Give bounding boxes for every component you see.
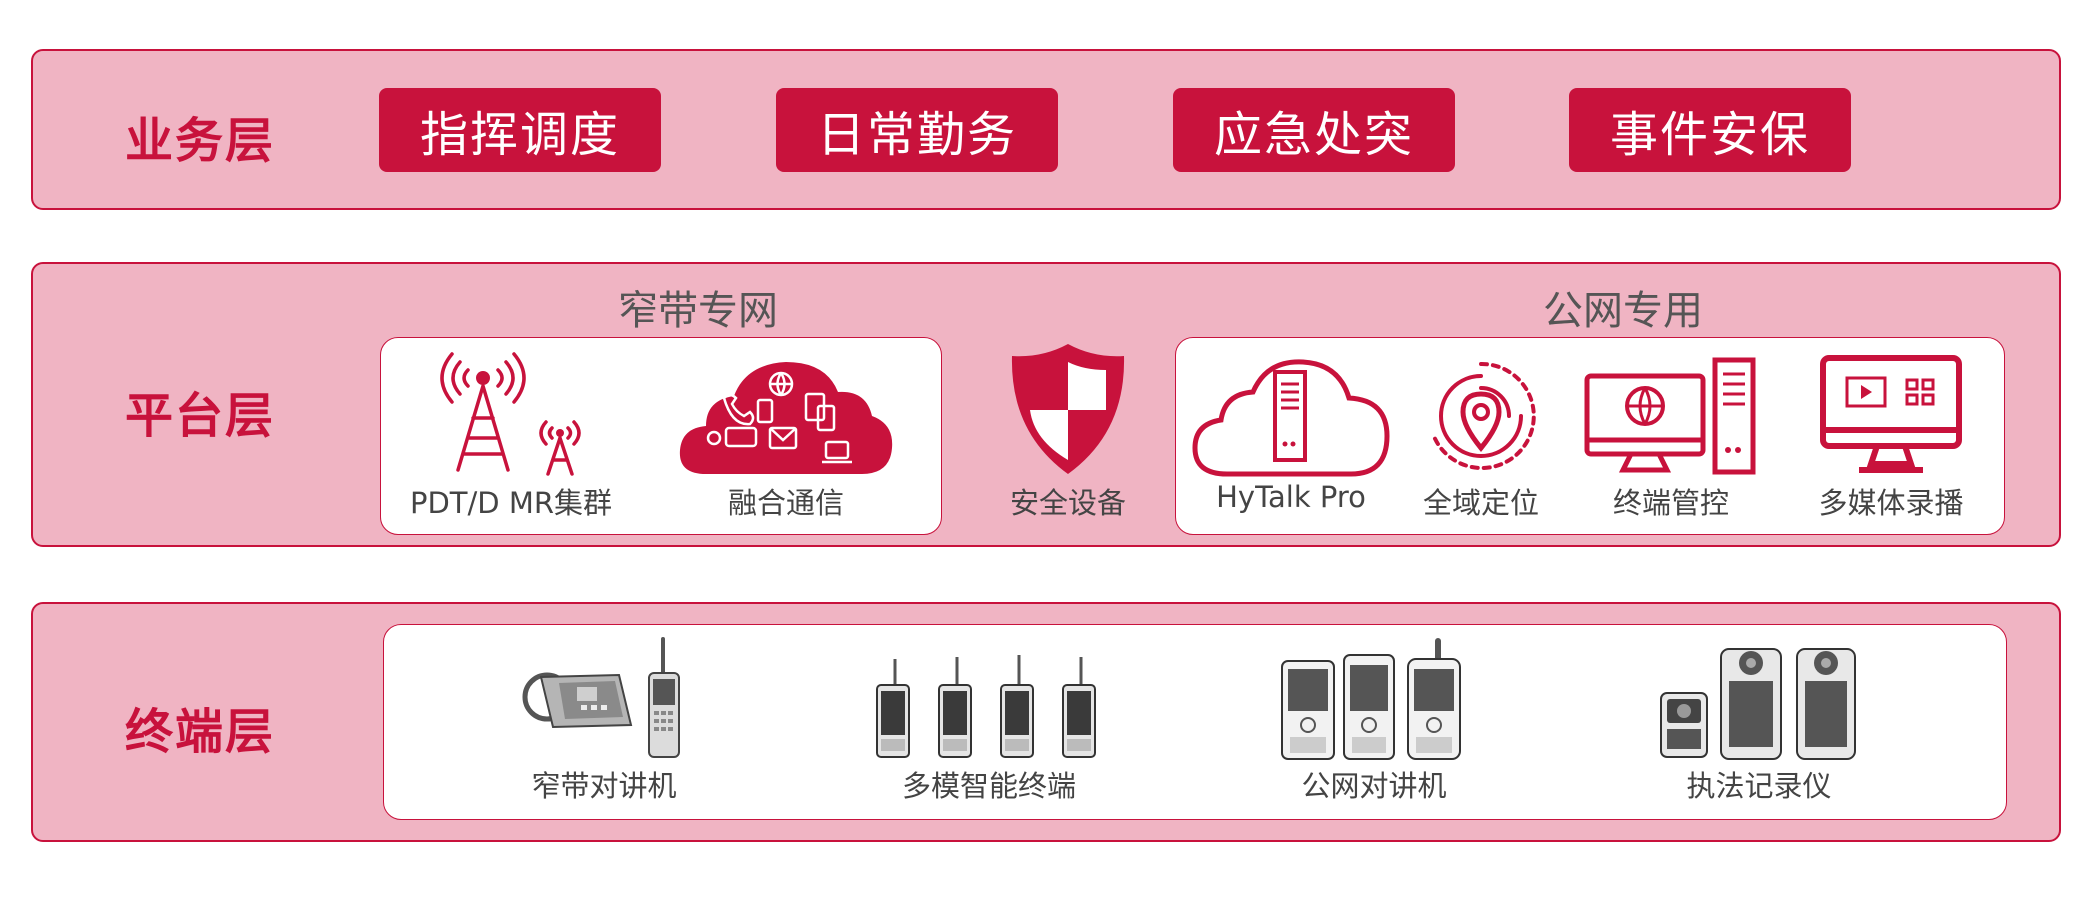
item-body-camera[interactable]: 执法记录仪 xyxy=(1644,635,1874,805)
shield-icon xyxy=(1011,344,1125,474)
narrowband-radio-icon xyxy=(522,637,680,758)
item-label-global-positioning: 全域定位 xyxy=(1422,486,1539,520)
biz-button-event-security[interactable]: 事件安保 xyxy=(1569,88,1851,172)
media-monitor-icon xyxy=(1820,355,1962,473)
radio-tower-icon xyxy=(440,352,581,476)
business-layer: 业务层 指挥调度 日常勤务 应急处突 事件安保 xyxy=(31,49,2061,210)
body-camera-icon xyxy=(1660,648,1856,760)
public-box: HyTalk Pro 全域定位 xyxy=(1175,337,2005,535)
item-label-security-device: 安全设备 xyxy=(1009,486,1126,520)
platform-layer: 平台层 窄带专网 PDT/D MR集群 xyxy=(31,262,2061,547)
cloud-server-icon xyxy=(1192,359,1390,477)
item-label-hytalk-pro: HyTalk Pro xyxy=(1216,480,1366,514)
item-terminal-control[interactable]: 终端管控 xyxy=(1581,354,1761,522)
terminal-layer: 终端层 窄带对讲机 xyxy=(31,602,2061,842)
layer-title-business: 业务层 xyxy=(125,113,276,169)
narrowband-box: PDT/D MR集群 融合通信 xyxy=(380,337,942,535)
biz-button-command-dispatch[interactable]: 指挥调度 xyxy=(379,88,661,172)
item-label-narrowband-radio: 窄带对讲机 xyxy=(531,769,677,803)
biz-button-emergency[interactable]: 应急处突 xyxy=(1173,88,1455,172)
location-pin-icon xyxy=(1431,361,1536,470)
item-public-radio[interactable]: 公网对讲机 xyxy=(1259,635,1489,805)
item-multimedia-recording[interactable]: 多媒体录播 xyxy=(1791,354,1991,522)
multimode-terminal-icon xyxy=(876,655,1096,758)
item-label-multimedia-recording: 多媒体录播 xyxy=(1818,486,1964,520)
item-label-terminal-control: 终端管控 xyxy=(1612,486,1729,520)
group-title-narrowband: 窄带专网 xyxy=(618,288,778,334)
item-converged-comm[interactable]: 融合通信 xyxy=(671,350,901,522)
item-label-public-radio: 公网对讲机 xyxy=(1301,769,1447,803)
item-label-pdt-dmr: PDT/D MR集群 xyxy=(409,486,613,520)
public-radio-icon xyxy=(1281,638,1461,760)
item-label-converged-comm: 融合通信 xyxy=(727,486,844,520)
biz-button-daily-duty[interactable]: 日常勤务 xyxy=(776,88,1058,172)
terminal-box: 窄带对讲机 xyxy=(383,624,2007,820)
group-title-public: 公网专用 xyxy=(1543,288,1703,334)
item-pdt-dmr[interactable]: PDT/D MR集群 xyxy=(409,350,613,522)
item-global-positioning[interactable]: 全域定位 xyxy=(1406,354,1556,522)
item-label-multimode-terminal: 多模智能终端 xyxy=(901,769,1076,803)
monitor-server-icon xyxy=(1584,357,1756,475)
item-hytalk-pro[interactable]: HyTalk Pro xyxy=(1186,354,1396,514)
item-label-body-camera: 执法记录仪 xyxy=(1686,769,1832,803)
layer-title-platform: 平台层 xyxy=(125,388,276,444)
cloud-devices-icon xyxy=(679,362,893,474)
item-security-device[interactable]: 安全设备 xyxy=(983,340,1153,522)
item-multimode-terminal[interactable]: 多模智能终端 xyxy=(864,635,1114,805)
layer-title-terminal: 终端层 xyxy=(125,704,276,760)
item-narrowband-radio[interactable]: 窄带对讲机 xyxy=(494,635,714,805)
